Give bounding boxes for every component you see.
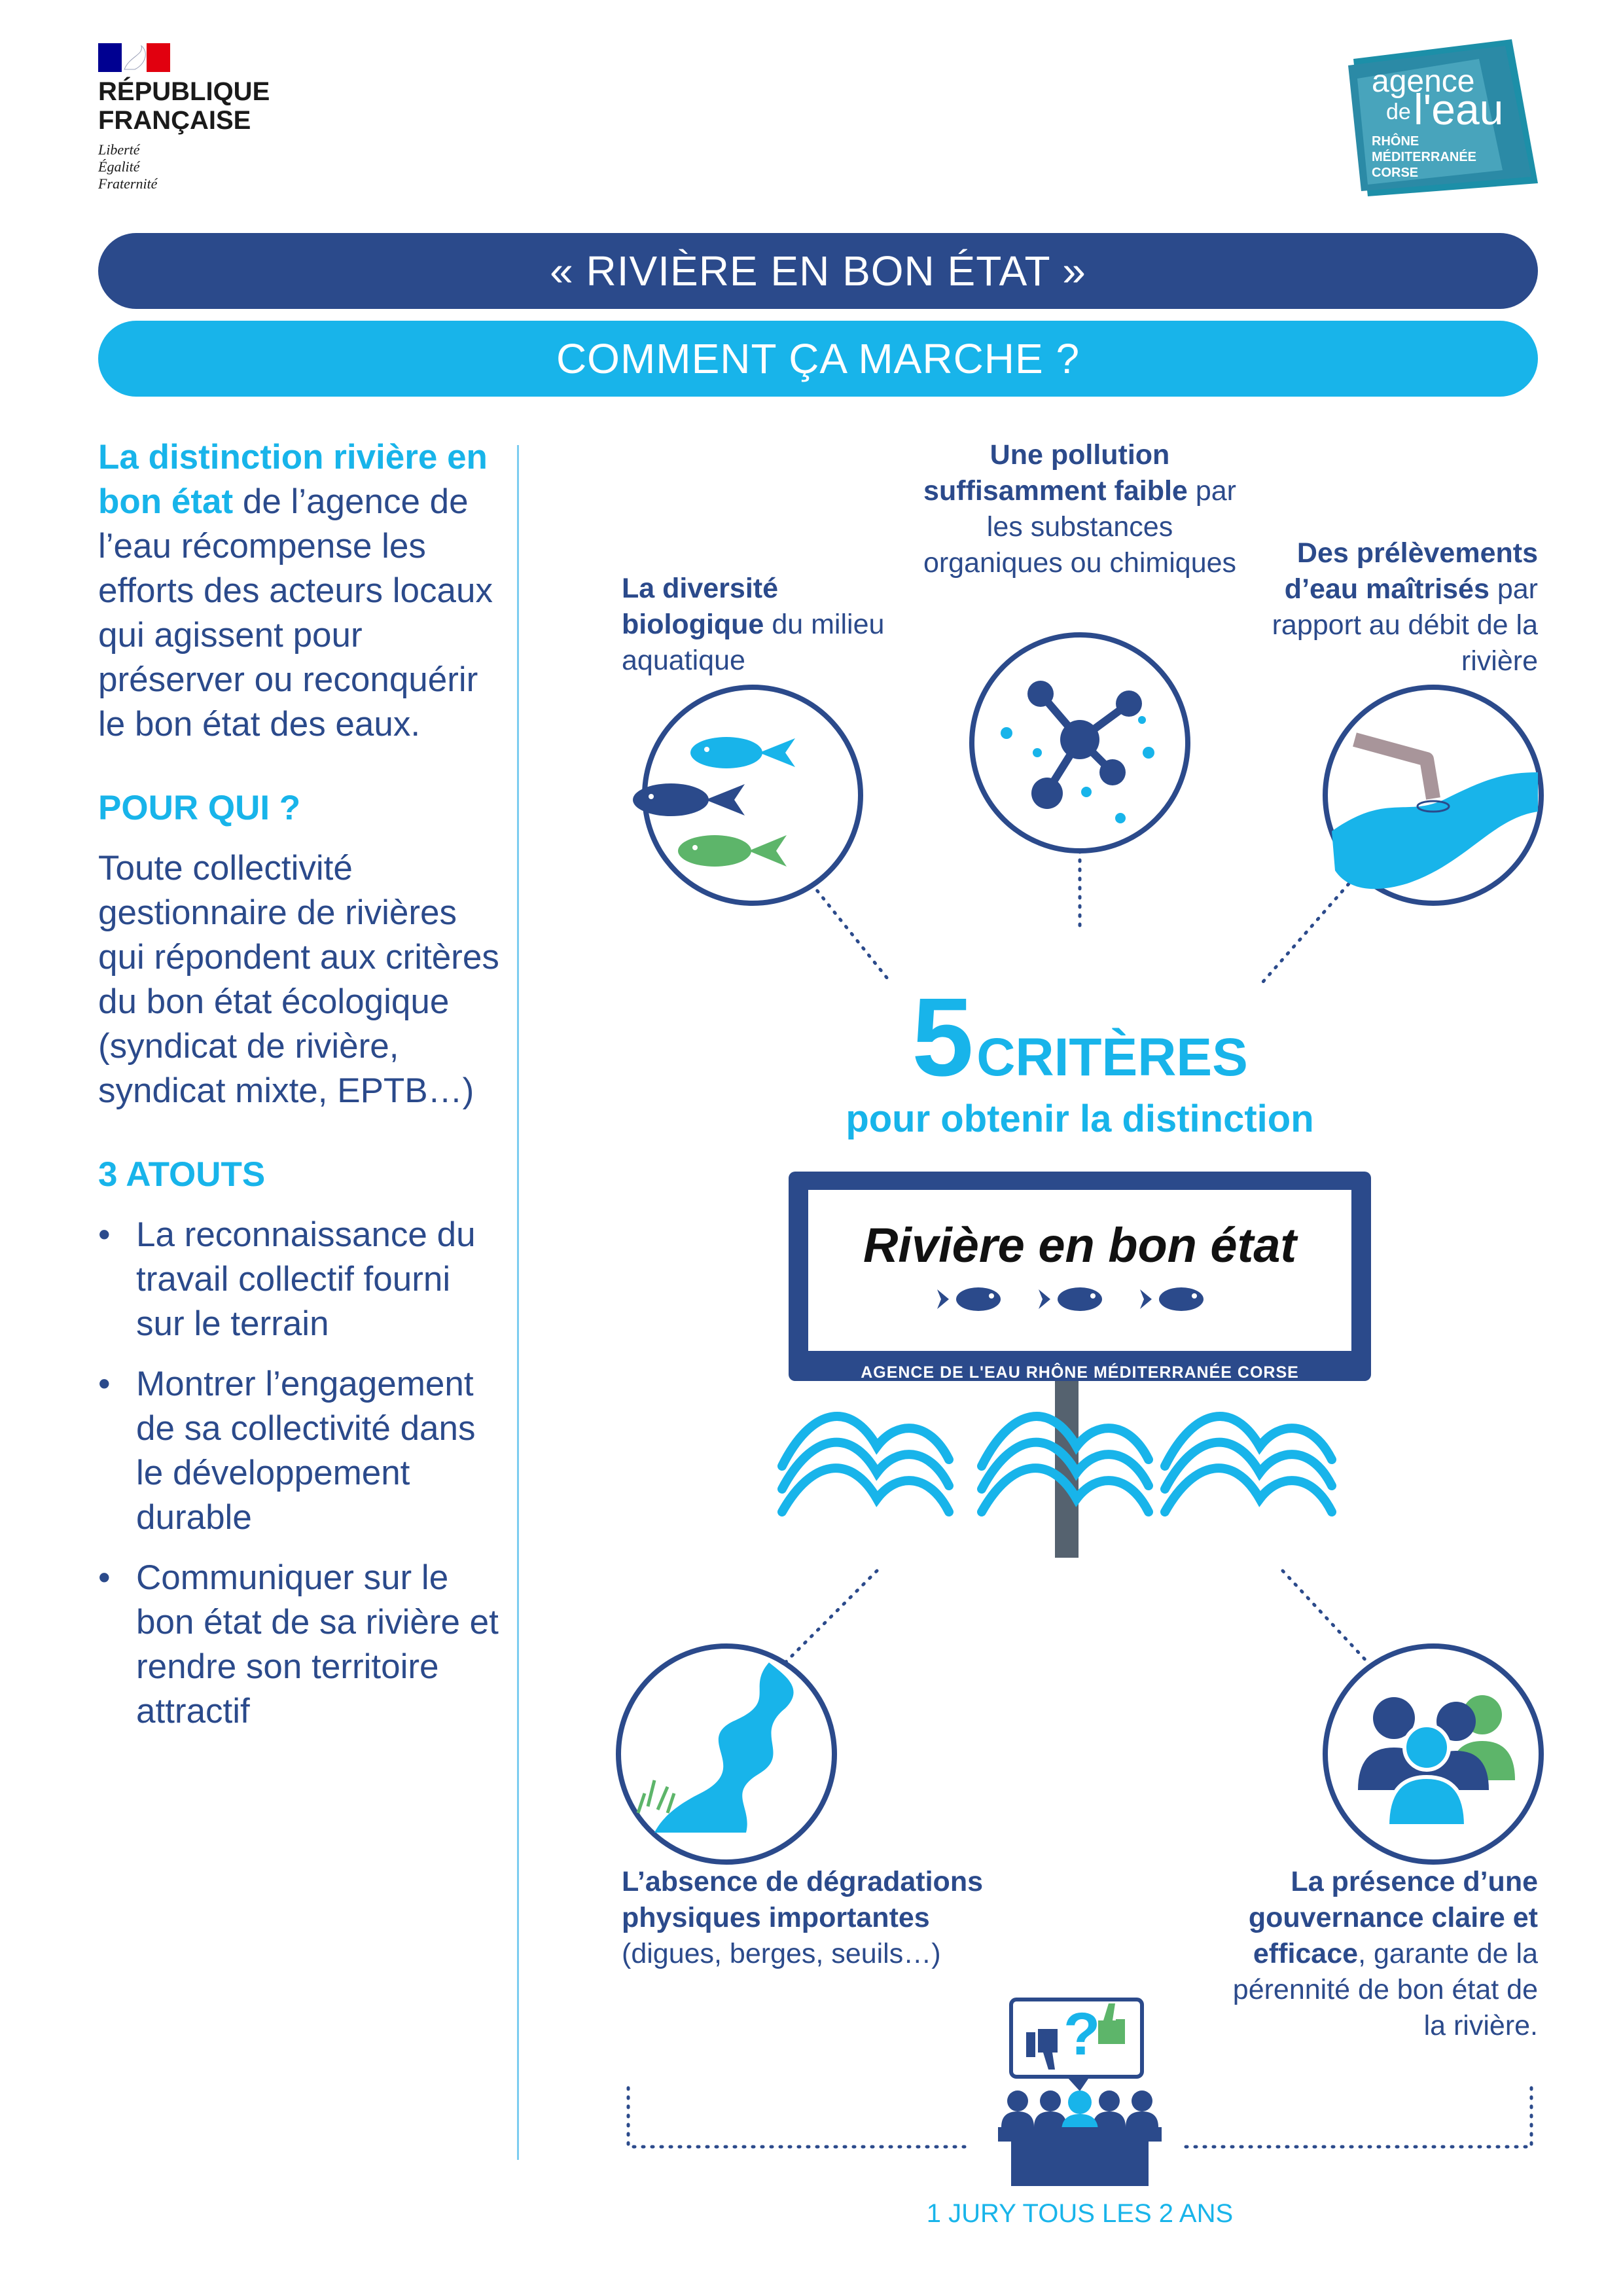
jury-icon — [998, 1998, 1162, 2186]
republique-motto: Liberté Égalité Fraternité — [98, 141, 157, 192]
agence-logo-word-3: l'eau — [1414, 85, 1503, 134]
atouts-heading: 3 ATOUTS — [98, 1155, 266, 1194]
criterion-4-label: L’absence de dégradations physiques impo… — [622, 1864, 1041, 1972]
jury-label: 1 JURY TOUS LES 2 ANS — [926, 2199, 1234, 2228]
pour-qui-text: Toute collectivité gestionnaire de riviè… — [98, 849, 499, 1110]
pollution-molecule-icon — [969, 632, 1190, 853]
criterion-3-bold: Des prélèvements d’eau maîtrisés — [1284, 537, 1538, 605]
criterion-2-label: Une pollution suffisamment faible par le… — [923, 437, 1237, 581]
pour-qui-heading: POUR QUI ? — [98, 789, 301, 827]
connector-5 — [1281, 1569, 1370, 1664]
river-sign-board — [789, 1172, 1371, 1558]
agence-logo-word-2: de — [1386, 99, 1411, 124]
agence-logo-word-5: MÉDITERRANÉE — [1372, 149, 1476, 164]
connector-4 — [783, 1569, 879, 1664]
governance-people-icon — [1323, 1643, 1544, 1865]
jury-bracket-left — [626, 2086, 971, 2149]
criterion-3-label: Des prélèvements d’eau maîtrisés par rap… — [1263, 535, 1538, 679]
motto-egalite: Égalité — [98, 158, 140, 175]
sign-title: Rivière en bon état — [863, 1218, 1297, 1272]
criterion-3-rest: par rapport au débit de la rivière — [1272, 573, 1538, 677]
criterion-4-bold: L’absence de dégradations physiques impo… — [622, 1866, 984, 1933]
title-band: « RIVIÈRE EN BON ÉTAT » — [98, 233, 1538, 309]
agence-logo-word-1: agence — [1372, 64, 1474, 99]
criterion-5-label: La présence d’une gouvernance claire et … — [1211, 1864, 1538, 2044]
intro-paragraph: La distinction rivière en bon état de l’… — [98, 435, 504, 747]
jury-bracket-right — [1183, 2086, 1533, 2149]
criterion-2-rest: par les substances organiques ou chimiqu… — [923, 475, 1237, 579]
jury-question-mark: ? — [1063, 2001, 1101, 2068]
criterion-2-bold: Une pollution suffisamment faible — [923, 439, 1188, 507]
criterion-5-rest: , garante de la pérennité de bon état de… — [1232, 1938, 1538, 2041]
republique-line-1: RÉPUBLIQUE — [98, 77, 270, 106]
criteres-word: CRITÈRES — [976, 1028, 1248, 1087]
sign-footer: AGENCE DE L'EAU RHÔNE MÉDITERRANÉE CORSE — [861, 1363, 1299, 1382]
left-column: La distinction rivière en bon état de l’… — [98, 435, 504, 1734]
connector-3 — [1261, 875, 1357, 984]
connector-1 — [810, 882, 892, 984]
criterion-4-rest: (digues, berges, seuils…) — [622, 1938, 941, 1969]
agence-de-leau-logo: agence de l'eau RHÔNE MÉDITERRANÉE CORSE — [1348, 39, 1538, 196]
agence-logo-word-4: RHÔNE — [1372, 133, 1419, 149]
subtitle-band: COMMENT ÇA MARCHE ? — [98, 321, 1538, 397]
atout-item: Montrer l’engagement de sa collectivité … — [98, 1362, 504, 1540]
intro-highlight: La distinction rivière en bon état — [98, 438, 488, 521]
water-withdrawal-pipe-icon — [1323, 685, 1544, 906]
physical-integrity-river-icon — [616, 1643, 837, 1865]
republique-francaise-title: RÉPUBLIQUE FRANÇAISE — [98, 77, 270, 135]
column-divider — [517, 445, 519, 2160]
atouts-list: La reconnaissance du travail collectif f… — [98, 1213, 504, 1734]
criterion-5-bold: La présence d’une gouvernance claire et … — [1248, 1866, 1538, 1969]
wave-decoration — [777, 1412, 1336, 1516]
criterion-1-label: La diversité biologique du milieu aquati… — [622, 571, 897, 679]
five-number: 5 — [912, 975, 974, 1100]
five-criteria-subtitle: pour obtenir la distinction — [846, 1098, 1314, 1140]
motto-fraternite: Fraternité — [98, 175, 158, 192]
five-criteria-heading: 5 CRITÈRES — [818, 982, 1342, 1093]
republique-line-2: FRANÇAISE — [98, 106, 251, 135]
biodiversity-fish-icon — [633, 685, 863, 906]
atout-item: Communiquer sur le bon état de sa rivièr… — [98, 1556, 504, 1734]
criterion-1-bold: La diversité biologique — [622, 573, 778, 640]
agence-logo-word-6: CORSE — [1372, 166, 1418, 180]
intro-text: de l’agence de l’eau récompense les effo… — [98, 482, 493, 744]
motto-liberte: Liberté — [98, 141, 140, 158]
atout-item: La reconnaissance du travail collectif f… — [98, 1213, 504, 1346]
marianne-flag-icon — [98, 43, 170, 72]
criterion-1-rest: du milieu aquatique — [622, 609, 885, 676]
